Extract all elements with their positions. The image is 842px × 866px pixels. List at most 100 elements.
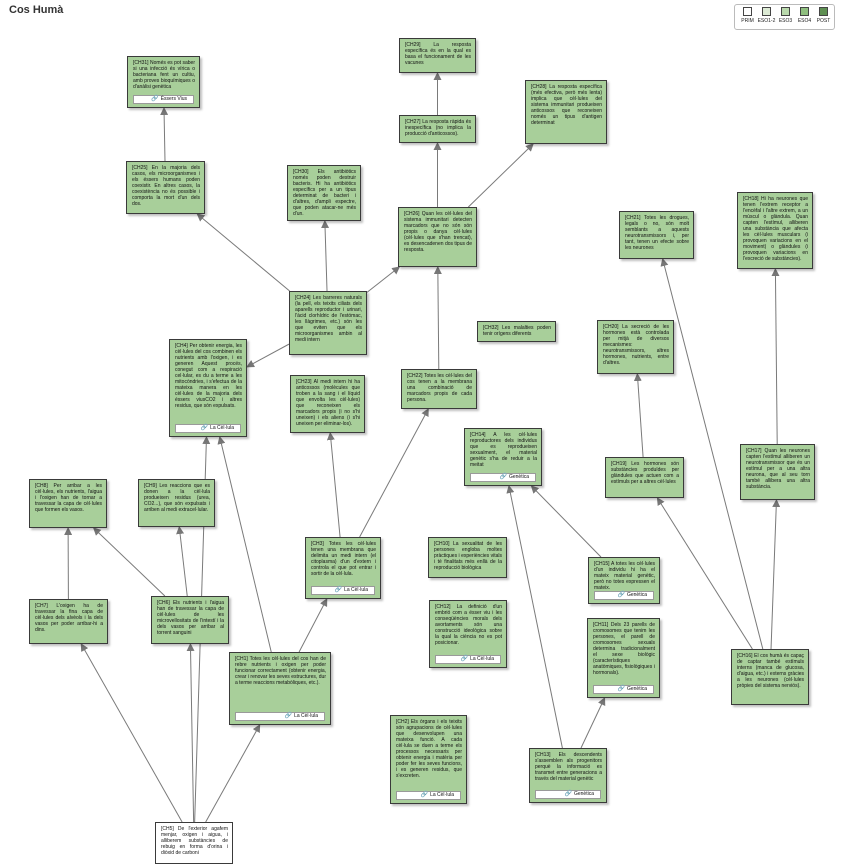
- node-ch2-tag[interactable]: 🔗La Cèl·lula: [396, 791, 461, 800]
- node-ch24[interactable]: [CH24] Les barreres naturals (la pell, e…: [289, 291, 367, 355]
- node-ch26-text: [CH26] Quan les cèl·lules del sistema im…: [404, 211, 472, 253]
- legend-label-eso3: ESO3: [778, 18, 793, 24]
- legend-swatch-eso1-2: [762, 7, 771, 16]
- node-ch4-tag[interactable]: 🔗La Cèl·lula: [175, 424, 241, 433]
- edge-ch1-ch4: [217, 436, 272, 653]
- edge-ch5-ch7: [80, 643, 183, 823]
- node-ch15-tag[interactable]: 🔗Genètica: [594, 591, 654, 600]
- edge-ch1-ch3: [298, 598, 328, 653]
- node-ch13-text: [CH13] Els descendents s'assemblen als p…: [535, 752, 602, 782]
- edge-ch5-ch6: [186, 643, 195, 823]
- legend-swatch-post: [819, 7, 828, 16]
- link-icon: 🔗: [617, 592, 625, 598]
- node-ch3-tag[interactable]: 🔗La Cèl·lula: [311, 586, 375, 595]
- node-ch1[interactable]: [CH1] Totes les cèl·lules del cos han de…: [229, 652, 331, 725]
- edge-ch15-ch14: [530, 485, 602, 558]
- node-ch26[interactable]: [CH26] Quan les cèl·lules del sistema im…: [398, 207, 477, 267]
- legend-label-post: POST: [816, 18, 831, 24]
- node-ch17-text: [CH17] Quan les neurones capten l'estímu…: [746, 448, 810, 490]
- node-ch19-text: [CH19] Les hormones són substàncies prod…: [611, 461, 679, 485]
- link-icon: 🔗: [284, 713, 293, 719]
- node-ch27[interactable]: [CH27] La resposta ràpida és inespecífic…: [399, 115, 476, 143]
- edge-ch24-ch26: [366, 266, 401, 293]
- node-ch14-tag[interactable]: 🔗Genètica: [470, 473, 536, 482]
- edge-ch3-ch22: [359, 408, 429, 538]
- node-ch7[interactable]: [CH7] L'oxigen ha de travessar la fina c…: [29, 599, 108, 644]
- node-ch32-text: [CH32] Les malalties poden tenir orígens…: [483, 325, 551, 337]
- node-ch6[interactable]: [CH6] Els nutrients i l'aigua han de tra…: [151, 596, 229, 644]
- node-ch8[interactable]: [CH8] Per arribar a les cèl·lules, els n…: [29, 479, 107, 528]
- edge-ch16-ch19: [656, 497, 753, 650]
- legend-item-eso1-2: ESO1-2: [757, 7, 776, 24]
- link-icon: 🔗: [499, 474, 507, 480]
- node-ch1-text: [CH1] Totes les cèl·lules del cos han de…: [235, 656, 326, 686]
- node-ch12[interactable]: [CH12] La definició d'un embrió com a és…: [429, 600, 507, 668]
- node-ch14[interactable]: [CH14] A les cèl·lules reproductores del…: [464, 428, 542, 486]
- edge-ch16-ch17: [770, 499, 781, 650]
- legend-swatch-eso4: [800, 7, 809, 16]
- node-ch12-tag[interactable]: 🔗La Cèl·lula: [435, 655, 501, 664]
- node-ch1-tag[interactable]: 🔗La Cèl·lula: [235, 712, 325, 721]
- node-ch30[interactable]: [CH30] Els antibiòtics només poden destr…: [287, 165, 361, 221]
- edge-ch16-ch21: [660, 258, 764, 650]
- node-ch6-text: [CH6] Els nutrients i l'aigua han de tra…: [157, 600, 224, 636]
- node-ch13-tag[interactable]: 🔗Genètica: [535, 790, 601, 799]
- node-ch19[interactable]: [CH19] Les hormones són substàncies prod…: [605, 457, 684, 498]
- edge-ch25-ch31: [160, 107, 169, 162]
- node-ch23[interactable]: [CH23] Al medi intern hi ha anticossos (…: [290, 375, 365, 433]
- edge-ch5-ch1: [205, 724, 261, 823]
- node-ch18-text: [CH18] Hi ha neurones que tenen l'extrem…: [743, 196, 808, 262]
- legend-label-eso1-2: ESO1-2: [757, 18, 776, 24]
- link-icon: 🔗: [564, 791, 572, 797]
- node-ch15[interactable]: [CH15] A totes les cèl·lules d'un indivi…: [588, 557, 660, 604]
- node-ch4-text: [CH4] Per obtenir energia, les cèl·lules…: [175, 343, 242, 409]
- node-ch15-text: [CH15] A totes les cèl·lules d'un indivi…: [594, 561, 655, 591]
- node-ch12-text: [CH12] La definició d'un embrió com a és…: [435, 604, 502, 646]
- node-ch15-tag-label: Genètica: [626, 592, 647, 598]
- edge-ch17-ch18: [771, 268, 780, 445]
- node-ch5[interactable]: [CH5] De l'exterior agafem menjar, oxige…: [155, 822, 233, 864]
- node-ch22[interactable]: [CH22] Totes les cèl·lules del cos tenen…: [401, 369, 477, 409]
- node-ch3-text: [CH3] Totes les cèl·lules tenen una memb…: [311, 541, 376, 577]
- node-ch28[interactable]: [CH28] La resposta específica (més efect…: [525, 80, 607, 144]
- node-ch9[interactable]: [CH9] Les reaccions que es donen a la cè…: [138, 479, 215, 527]
- legend-item-prim: PRIM: [738, 7, 757, 24]
- link-icon: 🔗: [200, 425, 209, 431]
- legend-label-eso4: ESO4: [797, 18, 812, 24]
- node-ch11-tag[interactable]: 🔗Genètica: [593, 685, 654, 694]
- node-ch31-tag[interactable]: 🔗Éssers Vius: [133, 95, 194, 104]
- node-ch30-text: [CH30] Els antibiòtics només poden destr…: [293, 169, 356, 217]
- node-ch4[interactable]: [CH4] Per obtenir energia, les cèl·lules…: [169, 339, 247, 437]
- node-ch21[interactable]: [CH21] Totes les drogues, legals o no, s…: [619, 211, 694, 259]
- link-icon: 🔗: [617, 686, 625, 692]
- node-ch2-tag-label: La Cèl·lula: [430, 792, 454, 798]
- node-ch2[interactable]: [CH2] Els òrgans i els teixits són agrup…: [390, 715, 467, 804]
- node-ch11[interactable]: [CH11] Dels 23 parells de cromosomes que…: [587, 618, 660, 698]
- node-ch3[interactable]: [CH3] Totes les cèl·lules tenen una memb…: [305, 537, 381, 599]
- link-icon: 🔗: [420, 792, 429, 798]
- legend-swatch-eso3: [781, 7, 790, 16]
- node-ch20-text: [CH20] La secreció de les hormones està …: [603, 324, 669, 366]
- node-ch11-text: [CH11] Dels 23 parells de cromosomes que…: [593, 622, 655, 676]
- node-ch31[interactable]: [CH31] Només es pot saber si una infecci…: [127, 56, 200, 108]
- level-legend: PRIM ESO1-2 ESO3 ESO4 POST: [734, 4, 835, 30]
- edge-ch6-ch9: [176, 526, 188, 597]
- node-ch32[interactable]: [CH32] Les malalties poden tenir orígens…: [477, 321, 556, 342]
- node-ch10[interactable]: [CH10] La sexualitat de les persones eng…: [428, 537, 507, 578]
- node-ch18[interactable]: [CH18] Hi ha neurones que tenen l'extrem…: [737, 192, 813, 269]
- link-icon: 🔗: [334, 587, 343, 593]
- node-ch25[interactable]: [CH25] En la majoria dels casos, els mic…: [126, 161, 205, 214]
- node-ch29[interactable]: [CH29] La resposta específica és en la q…: [399, 38, 476, 73]
- node-ch13[interactable]: [CH13] Els descendents s'assemblen als p…: [529, 748, 607, 803]
- node-ch17[interactable]: [CH17] Quan les neurones capten l'estímu…: [740, 444, 815, 500]
- node-ch16-text: [CH16] El cos humà és capaç de captar ta…: [737, 653, 804, 689]
- node-ch29-text: [CH29] La resposta específica és en la q…: [405, 42, 471, 66]
- node-ch20[interactable]: [CH20] La secreció de les hormones està …: [597, 320, 674, 374]
- legend-item-eso3: ESO3: [776, 7, 795, 24]
- node-ch13-tag-label: Genètica: [573, 791, 594, 797]
- edge-ch24-ch4: [246, 343, 290, 368]
- node-ch28-text: [CH28] La resposta específica (més efect…: [531, 84, 602, 126]
- node-ch16[interactable]: [CH16] El cos humà és capaç de captar ta…: [731, 649, 809, 705]
- edge-ch26-ch28: [467, 143, 534, 208]
